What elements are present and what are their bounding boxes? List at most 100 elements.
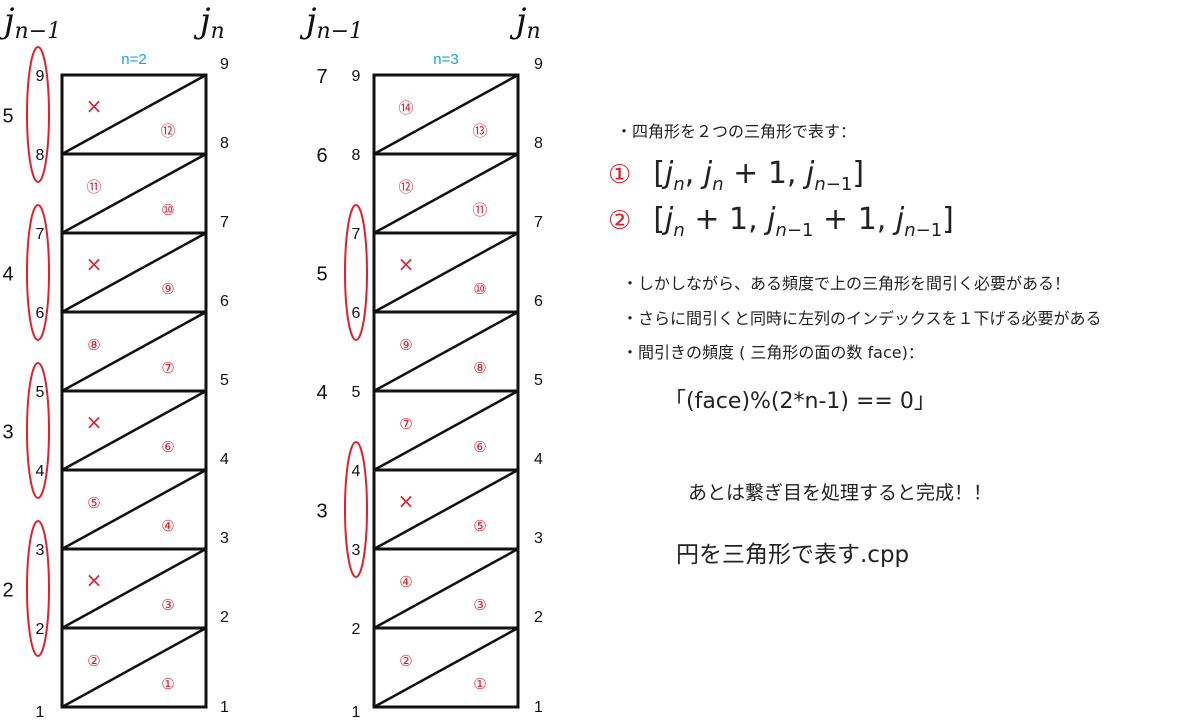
panel-title: n=2 — [121, 51, 146, 68]
removed-triangle-mark: × — [86, 568, 103, 592]
index-group-ellipse — [26, 204, 50, 341]
index-group-ellipse — [344, 441, 368, 578]
lower-triangle-label: ③ — [473, 596, 486, 614]
upper-triangle-label: ⑨ — [399, 336, 412, 354]
right-index-label: 3 — [534, 530, 543, 547]
right-index-label: 7 — [220, 214, 229, 231]
upper-triangle-label: ⑧ — [87, 336, 100, 354]
diagonal-line — [373, 231, 519, 314]
diagonal-line — [61, 231, 207, 314]
right-column-header: jn — [193, 1, 225, 44]
diagonal-line — [61, 152, 207, 235]
right-column-header: jn — [509, 1, 541, 44]
upper-triangle-label: ⑭ — [398, 99, 413, 117]
left-index-label: 7 — [36, 226, 45, 243]
removed-triangle-mark: × — [398, 252, 415, 276]
left-index-label: 6 — [36, 305, 45, 322]
removed-triangle-mark: × — [86, 410, 103, 434]
diagonal-line — [373, 152, 519, 235]
right-index-label: 1 — [220, 699, 229, 716]
index-group-ellipse — [26, 520, 50, 657]
diagonal-line — [61, 310, 207, 393]
upper-triangle-label: ⑦ — [399, 415, 412, 433]
upper-triangle-label: ② — [399, 652, 412, 670]
lower-triangle-label: ⑤ — [473, 517, 486, 535]
right-index-label: 8 — [220, 135, 229, 152]
right-index-label: 1 — [534, 699, 543, 716]
diagonal-line — [373, 547, 519, 630]
upper-triangle-label: ② — [87, 652, 100, 670]
diagonal-line — [61, 73, 207, 156]
lower-triangle-label: ⑩ — [473, 280, 486, 298]
left-index-label: 8 — [352, 147, 361, 164]
right-index-label: 4 — [220, 451, 229, 468]
left-index-label: 5 — [352, 384, 361, 401]
left-index-label: 7 — [352, 226, 361, 243]
right-index-label: 6 — [534, 293, 543, 310]
left-index-label: 8 — [36, 147, 45, 164]
lower-triangle-label: ⑦ — [161, 359, 174, 377]
diagonal-line — [61, 626, 207, 709]
left-index-label: 9 — [36, 68, 45, 85]
left-group-label: 4 — [2, 264, 13, 286]
diagonal-line — [373, 468, 519, 551]
removed-triangle-mark: × — [86, 94, 103, 118]
right-index-label: 6 — [220, 293, 229, 310]
left-group-label: 5 — [2, 106, 13, 128]
right-index-label: 7 — [534, 214, 543, 231]
lower-triangle-label: ③ — [161, 596, 174, 614]
lower-triangle-label: ⑫ — [160, 122, 175, 140]
lower-triangle-label: ⑪ — [472, 201, 487, 219]
upper-triangle-label: ⑤ — [87, 494, 100, 512]
left-index-label: 4 — [352, 463, 361, 480]
lower-triangle-label: ④ — [161, 517, 174, 535]
left-index-label: 6 — [352, 305, 361, 322]
lower-triangle-label: ⑥ — [161, 438, 174, 456]
diagonal-line — [373, 310, 519, 393]
diagonal-line — [373, 389, 519, 472]
right-index-label: 4 — [534, 451, 543, 468]
left-group-label: 5 — [316, 264, 327, 286]
diagonal-line — [61, 389, 207, 472]
removed-triangle-mark: × — [86, 252, 103, 276]
left-group-label: 4 — [316, 382, 327, 404]
index-group-ellipse — [26, 46, 50, 183]
left-index-label: 3 — [352, 542, 361, 559]
right-index-label: 9 — [220, 56, 229, 73]
left-index-label: 2 — [352, 621, 361, 638]
left-index-label: 1 — [352, 704, 361, 721]
right-index-label: 2 — [220, 609, 229, 626]
left-column-header: jn−1 — [0, 1, 61, 44]
right-index-label: 3 — [220, 530, 229, 547]
index-group-ellipse — [26, 362, 50, 499]
upper-triangle-label: ⑪ — [86, 178, 101, 196]
lower-triangle-label: ⑬ — [472, 122, 487, 140]
left-index-label: 5 — [36, 384, 45, 401]
removed-triangle-mark: × — [398, 489, 415, 513]
left-group-label: 7 — [316, 66, 327, 88]
upper-triangle-label: ⑫ — [398, 178, 413, 196]
right-index-label: 2 — [534, 609, 543, 626]
left-group-label: 2 — [2, 580, 13, 602]
index-group-ellipse — [344, 204, 368, 341]
lower-triangle-label: ⑨ — [161, 280, 174, 298]
left-index-label: 2 — [36, 621, 45, 638]
lower-triangle-label: ① — [161, 675, 174, 693]
right-index-label: 5 — [220, 372, 229, 389]
diagonal-line — [61, 547, 207, 630]
upper-triangle-label: ④ — [399, 573, 412, 591]
left-group-label: 6 — [316, 145, 327, 167]
right-index-label: 5 — [534, 372, 543, 389]
left-index-label: 3 — [36, 542, 45, 559]
diagonal-line — [61, 468, 207, 551]
diagonal-line — [373, 73, 519, 156]
panel-title: n=3 — [433, 51, 458, 68]
diagonal-line — [373, 626, 519, 709]
right-index-label: 9 — [534, 56, 543, 73]
lower-triangle-label: ⑧ — [473, 359, 486, 377]
lower-triangle-label: ⑥ — [473, 438, 486, 456]
lower-triangle-label: ① — [473, 675, 486, 693]
left-group-label: 3 — [2, 422, 13, 444]
left-group-label: 3 — [316, 501, 327, 523]
